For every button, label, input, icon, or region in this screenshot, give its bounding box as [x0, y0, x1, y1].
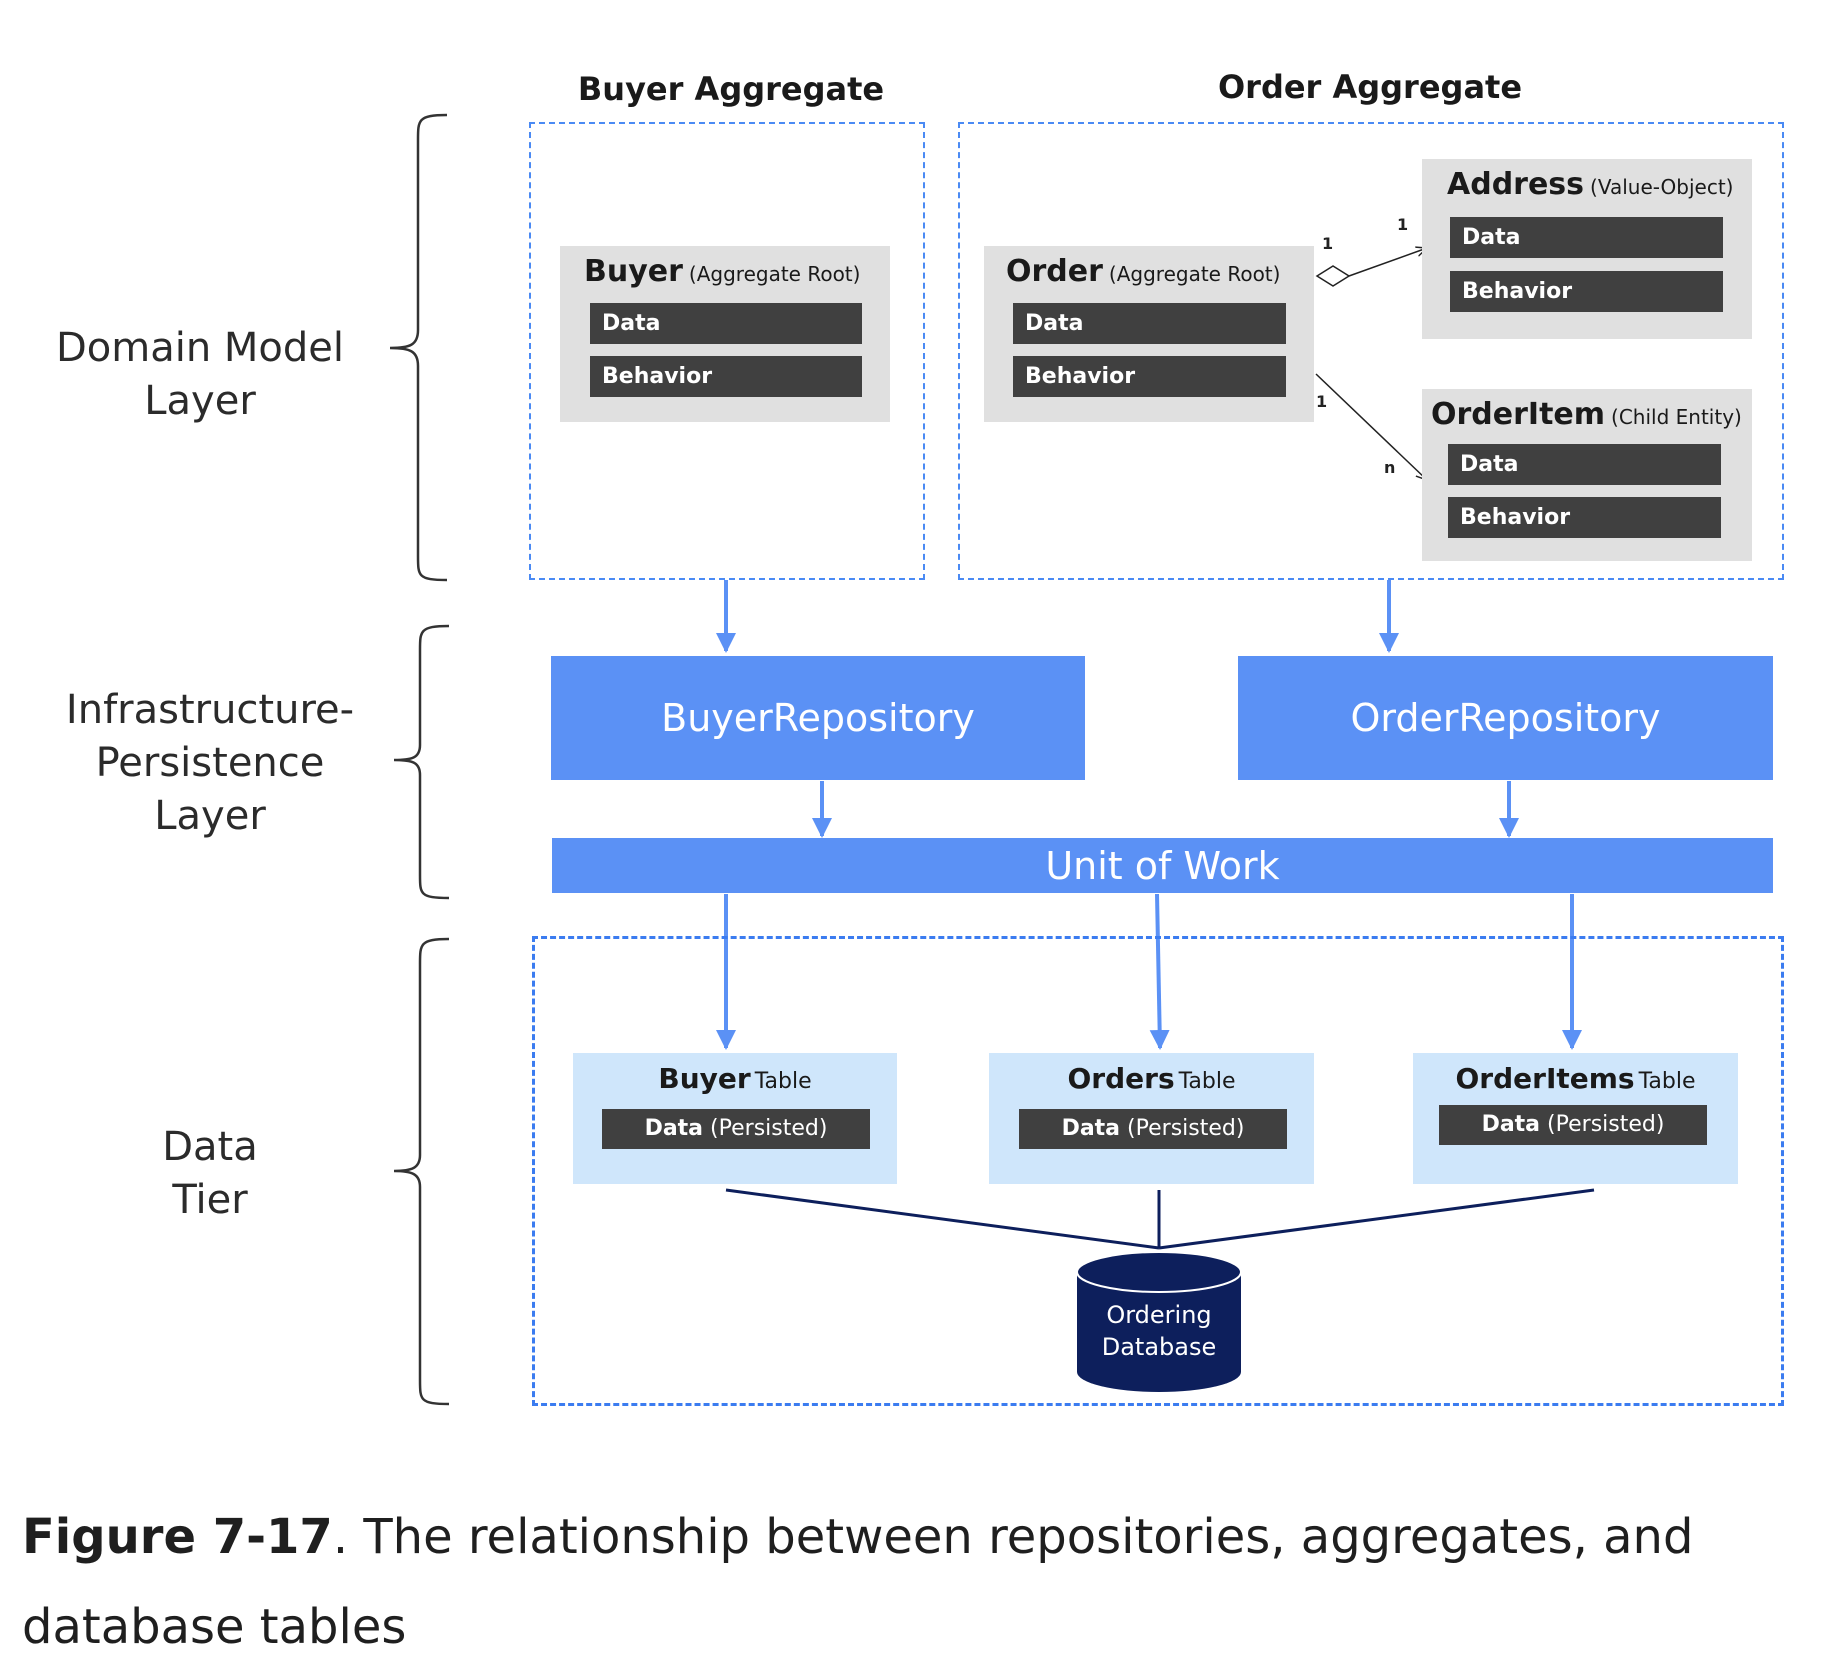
buyer-aggregate-boundary — [529, 122, 925, 580]
data-tier-boundary — [532, 936, 1784, 1406]
order-repository: OrderRepository — [1238, 656, 1773, 780]
multiplicity-order-address-source: 1 — [1322, 234, 1334, 253]
multiplicity-order-item-target: n — [1384, 458, 1396, 477]
address-entity-name: Address — [1447, 167, 1585, 202]
orderitem-entity-role: (Child Entity) — [1611, 405, 1742, 429]
buyer-table-name: Buyer — [658, 1062, 751, 1095]
order-aggregate-title: Order Aggregate — [1217, 68, 1523, 106]
orders-table-data-bar: Data (Persisted) — [1019, 1109, 1287, 1149]
address-behavior-bar: Behavior — [1450, 271, 1723, 312]
orderitems-table-name: OrderItems — [1455, 1062, 1635, 1095]
address-entity-title: Address(Value-Object) — [1447, 167, 1733, 202]
order-data-bar: Data — [1013, 303, 1286, 344]
orderitems-table-data-bar: Data (Persisted) — [1439, 1105, 1707, 1145]
orderitem-data-bar: Data — [1448, 444, 1721, 485]
figure-number: Figure 7-17 — [22, 1509, 333, 1565]
orderitems-table-suffix: Table — [1638, 1069, 1696, 1094]
orders-table-persisted-label: (Persisted) — [1127, 1116, 1245, 1141]
buyer-entity-title: Buyer(Aggregate Root) — [584, 254, 860, 289]
data-tier-brace — [393, 937, 450, 1406]
data-tier-label: Data Tier — [162, 1124, 258, 1223]
figure-caption-text: . The relationship between repositories,… — [22, 1509, 1694, 1655]
order-entity: Order(Aggregate Root) Data Behavior — [984, 246, 1314, 422]
order-entity-title: Order(Aggregate Root) — [1006, 254, 1280, 289]
orders-table-suffix: Table — [1178, 1069, 1236, 1094]
order-to-address-association — [1348, 248, 1427, 277]
order-to-orderitem-association — [1315, 373, 1427, 480]
infrastructure-persistence-layer-label: Infrastructure- Persistence Layer — [65, 687, 355, 839]
buyer-table-persisted-label: (Persisted) — [710, 1116, 828, 1141]
order-aggregate-boundary — [958, 122, 1784, 580]
ordering-database-icon — [1076, 1251, 1242, 1392]
infrastructure-layer-brace — [393, 624, 450, 900]
order-entity-name: Order — [1006, 254, 1103, 289]
order-behavior-bar: Behavior — [1013, 356, 1286, 397]
orderitem-child-entity: OrderItem(Child Entity) Data Behavior — [1422, 389, 1752, 561]
buyer-table-data-bar: Data (Persisted) — [602, 1109, 870, 1149]
buyer-aggregate-title: Buyer Aggregate — [577, 70, 885, 108]
orderitem-entity-title: OrderItem(Child Entity) — [1431, 397, 1742, 432]
buyer-entity-name: Buyer — [584, 254, 683, 289]
orderitem-behavior-bar: Behavior — [1448, 497, 1721, 538]
domain-model-layer-label: Domain Model Layer — [55, 325, 345, 424]
multiplicity-order-item-source: 1 — [1316, 392, 1328, 411]
orderitems-table-persisted-label: (Persisted) — [1547, 1112, 1665, 1137]
orders-table-name: Orders — [1067, 1062, 1175, 1095]
buyer-entity-role: (Aggregate Root) — [688, 262, 861, 286]
unit-of-work: Unit of Work — [552, 838, 1773, 893]
orderitems-table-to-database-line — [1158, 1188, 1595, 1250]
orderitems-table-data-label: Data — [1481, 1112, 1541, 1137]
ordering-database-label: Ordering Database — [1101, 1301, 1217, 1361]
buyer-data-bar: Data — [590, 303, 862, 344]
order-entity-role: (Aggregate Root) — [1108, 262, 1281, 286]
buyer-table-suffix: Table — [754, 1069, 812, 1094]
buyer-repository: BuyerRepository — [551, 656, 1085, 780]
address-value-object: Address(Value-Object) Data Behavior — [1422, 159, 1752, 339]
address-data-bar: Data — [1450, 217, 1723, 258]
buyer-behavior-bar: Behavior — [590, 356, 862, 397]
orderitem-entity-name: OrderItem — [1431, 397, 1606, 432]
buyer-table-to-database-line — [725, 1188, 1160, 1250]
buyer-entity: Buyer(Aggregate Root) Data Behavior — [560, 246, 890, 422]
multiplicity-order-address-target: 1 — [1397, 215, 1409, 234]
address-entity-role: (Value-Object) — [1590, 175, 1734, 199]
figure-caption: Figure 7-17. The relationship between re… — [22, 1492, 1782, 1672]
orders-table-data-label: Data — [1061, 1116, 1121, 1141]
domain-layer-brace — [389, 113, 448, 582]
buyer-table-data-label: Data — [644, 1116, 704, 1141]
uow-to-orders-table-arrow — [1149, 893, 1170, 1050]
